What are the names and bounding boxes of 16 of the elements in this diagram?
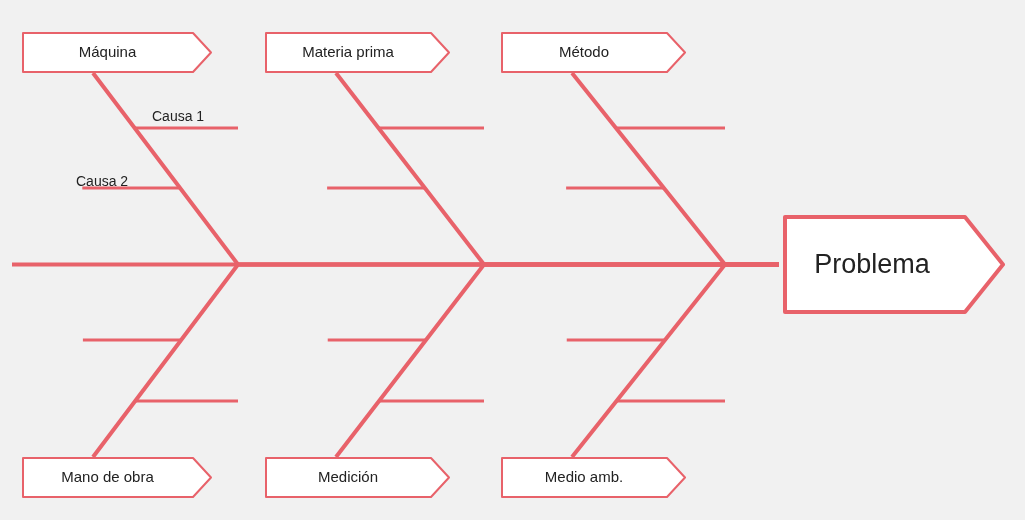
category-label: Medio amb. — [544, 467, 624, 488]
category-box — [265, 457, 451, 498]
category-label: Medición — [318, 467, 378, 488]
problem-label: Problema — [814, 248, 930, 282]
category-label: Mano de obra — [61, 467, 154, 488]
category-box — [22, 457, 213, 498]
category-label: Método — [558, 42, 609, 63]
category-box — [501, 457, 687, 498]
category-label: Materia prima — [302, 42, 394, 63]
category-box — [22, 32, 213, 73]
category-label: Máquina — [78, 42, 137, 63]
cause-label: Causa 2 — [76, 172, 129, 191]
category-box — [501, 32, 687, 73]
cause-label: Causa 1 — [152, 107, 205, 126]
category-box — [265, 32, 451, 73]
fishbone-line — [12, 262, 779, 267]
